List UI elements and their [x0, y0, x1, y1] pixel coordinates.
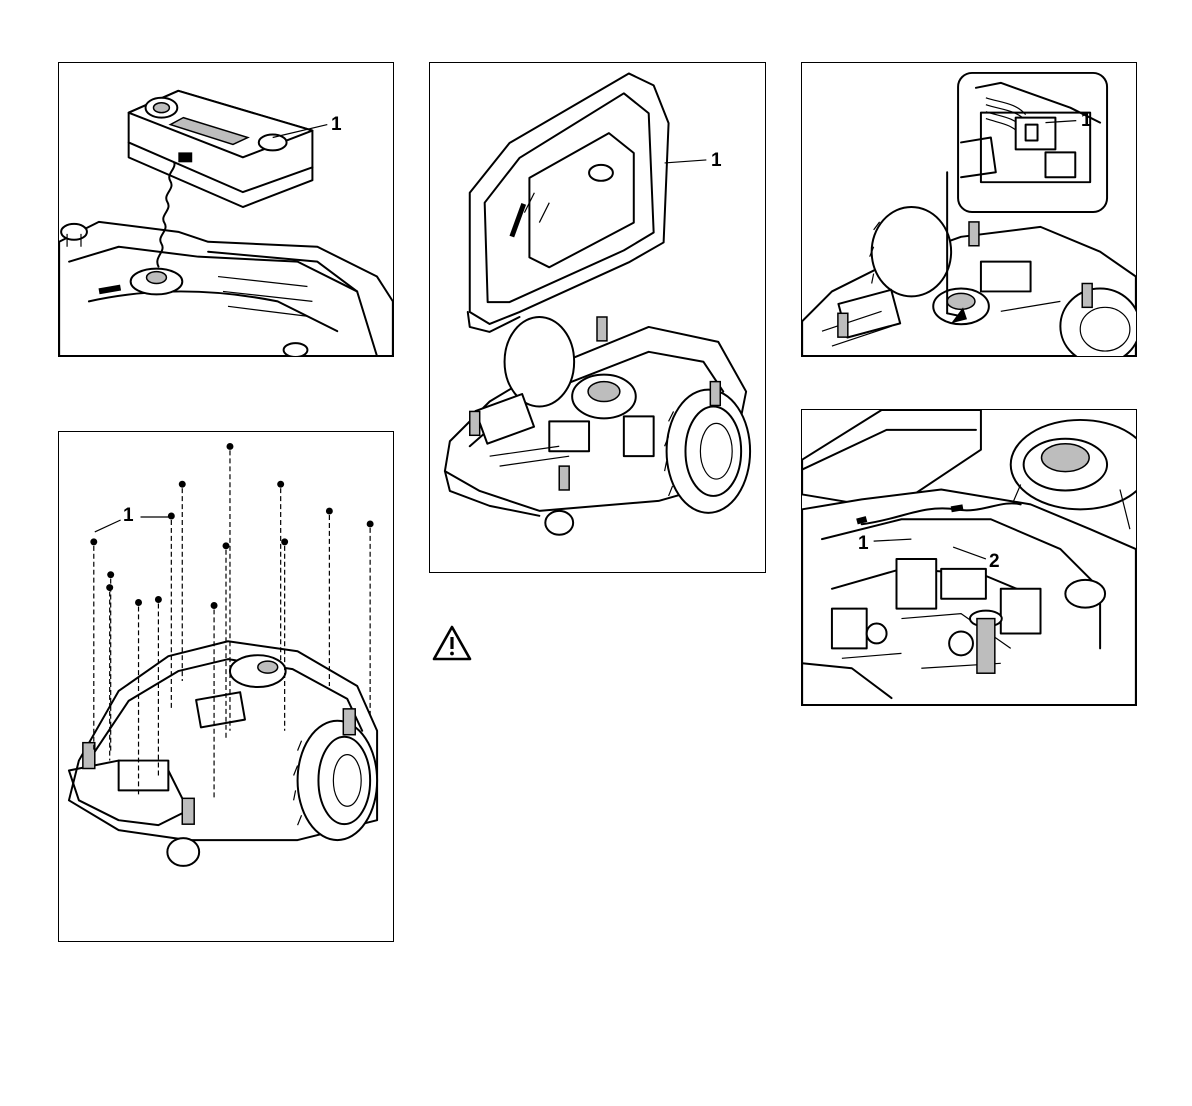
figure-screws-removal: 1 — [58, 431, 394, 942]
callout-leader-lines — [59, 63, 393, 356]
callout-leader-lines — [59, 432, 393, 941]
callout-label: 1 — [858, 534, 869, 553]
figure-display-removal: 1 — [58, 62, 394, 357]
callout-label: 2 — [989, 552, 1000, 571]
callout-label: 1 — [711, 151, 722, 170]
callout-label: 1 — [1081, 111, 1092, 130]
callout-leader-lines — [430, 63, 765, 572]
callout-label: 1 — [123, 506, 134, 525]
figure-housing-lifted: 1 — [429, 62, 766, 573]
callout-leader-lines — [802, 63, 1136, 356]
figure-connector-detail: 1 — [801, 62, 1137, 357]
warning-triangle-icon — [432, 625, 472, 661]
figure-board-connectors: 1 2 — [801, 409, 1137, 706]
callout-leader-lines — [802, 410, 1136, 705]
callout-label: 1 — [331, 115, 342, 134]
